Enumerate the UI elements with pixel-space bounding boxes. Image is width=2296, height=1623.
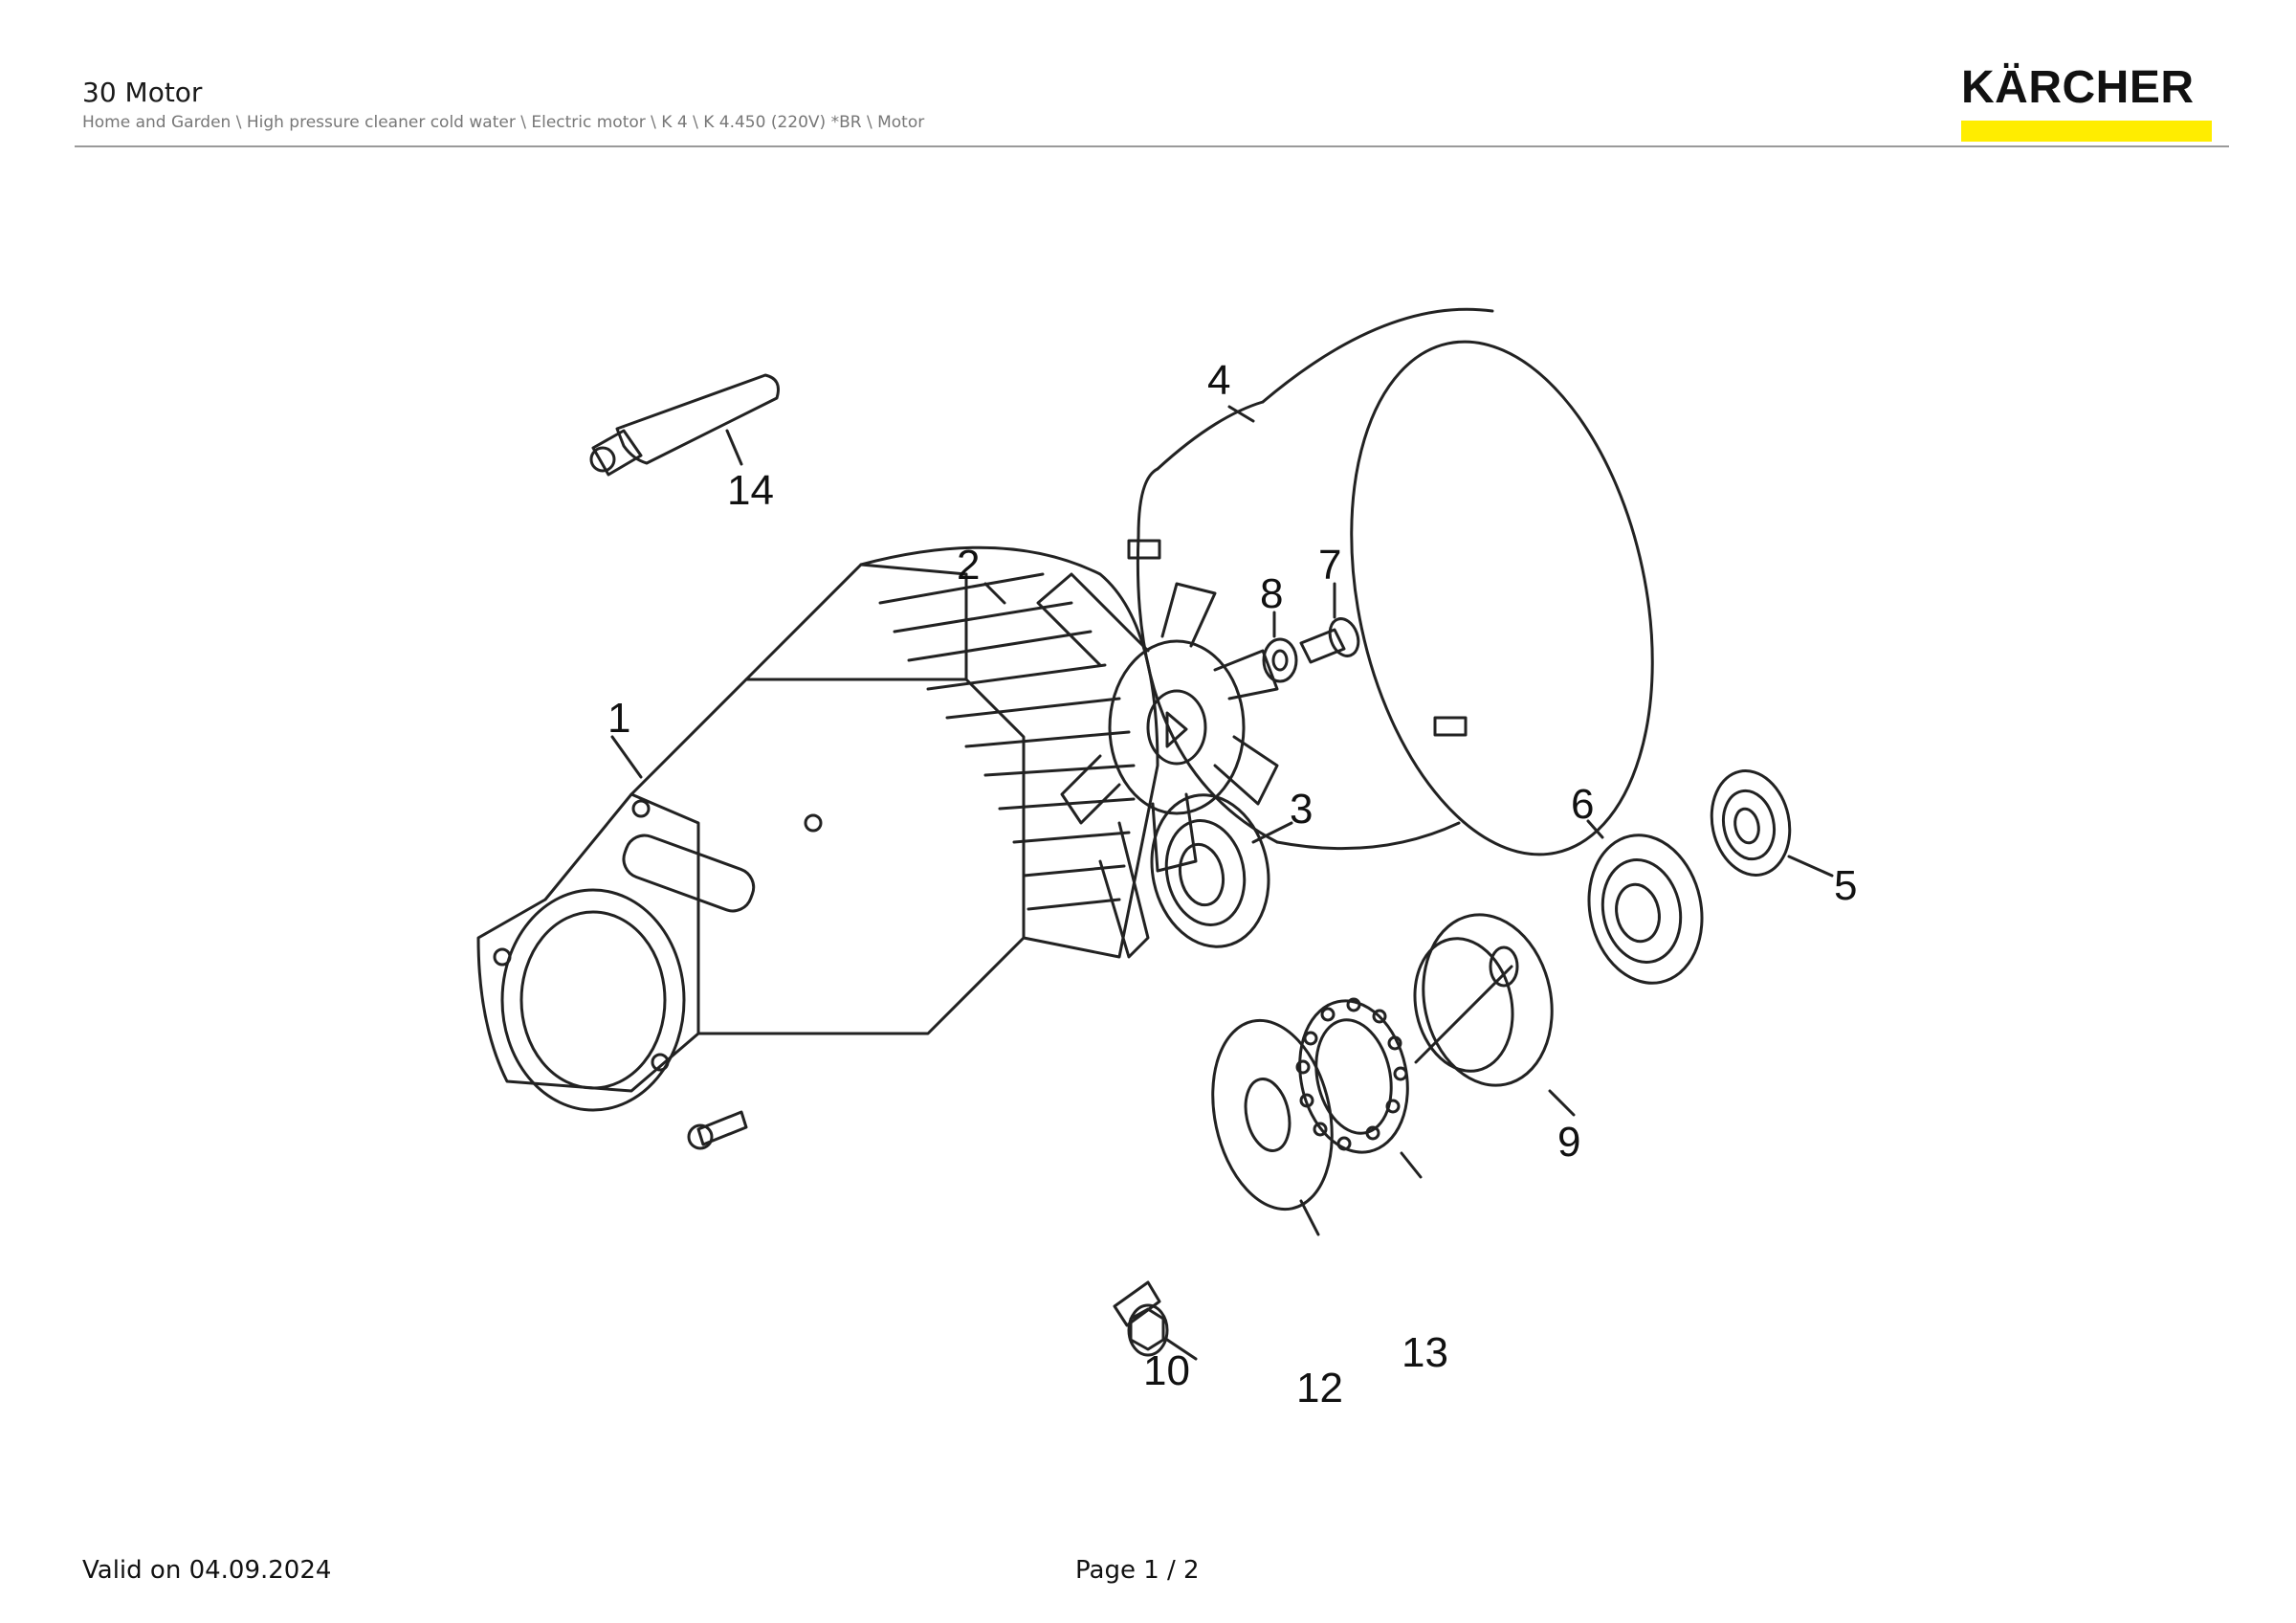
part-12-thrust-washer — [1211, 1018, 1334, 1236]
callout-4: 4 — [1207, 357, 1230, 404]
page-title: 30 Motor — [82, 77, 203, 108]
part-6-bearing — [1586, 819, 1704, 985]
part-13-needle-bearing — [1295, 997, 1423, 1179]
logo-text: KÄRCHER — [1961, 62, 2195, 113]
header-divider — [75, 145, 2229, 147]
callout-13: 13 — [1402, 1329, 1448, 1376]
page-number: Page 1 / 2 — [1075, 1556, 1200, 1585]
callout-9: 9 — [1557, 1119, 1580, 1166]
part-7-screw — [1299, 582, 1360, 664]
callout-5: 5 — [1834, 862, 1857, 909]
callout-7: 7 — [1318, 542, 1341, 589]
brand-logo: KÄRCHER — [1961, 65, 2212, 142]
callout-1: 1 — [607, 695, 630, 742]
validity-date: Valid on 04.09.2024 — [82, 1556, 332, 1585]
breadcrumb: Home and Garden \ High pressure cleaner … — [82, 113, 925, 132]
callout-8: 8 — [1260, 570, 1283, 617]
part-14-grease-tube — [589, 373, 780, 477]
callout-12: 12 — [1296, 1365, 1343, 1412]
part-10-screw — [1113, 1280, 1198, 1361]
exploded-diagram: 1 2 3 4 5 6 7 8 9 10 12 13 14 — [411, 287, 1887, 1428]
callout-14: 14 — [727, 467, 774, 514]
callout-10: 10 — [1143, 1347, 1190, 1394]
part-5-bearing — [1710, 769, 1834, 878]
logo-accent-bar — [1961, 121, 2212, 142]
callout-6: 6 — [1571, 781, 1594, 828]
callout-2: 2 — [957, 542, 980, 589]
part-1-motor-housing — [476, 545, 1159, 1150]
part-9-bearing-cup — [1413, 913, 1576, 1117]
part-3-seal — [1150, 793, 1293, 948]
callout-3: 3 — [1290, 786, 1313, 833]
part-8-washer — [1262, 611, 1298, 683]
